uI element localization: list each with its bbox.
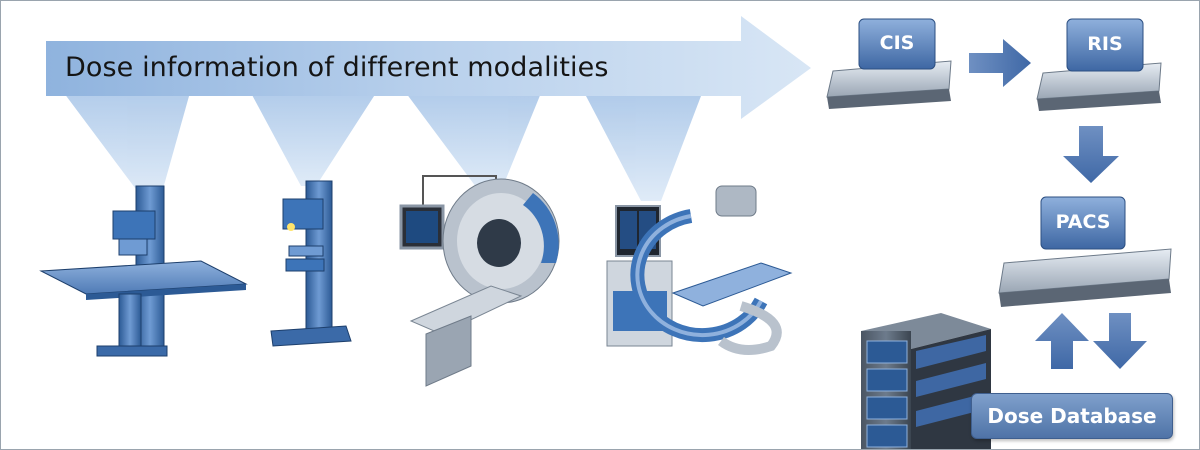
arrow-ris-to-pacs xyxy=(1063,126,1119,183)
cis-terminal-icon xyxy=(826,18,952,109)
pacs-label: PACS xyxy=(1055,211,1111,233)
beam-radiography xyxy=(61,89,191,196)
mammography-device-icon xyxy=(270,180,352,347)
dose-database-label: Dose Database xyxy=(971,393,1173,439)
arrow-database-to-pacs xyxy=(1035,313,1089,369)
pacs-terminal-icon xyxy=(998,196,1172,307)
beam-mammography xyxy=(251,93,376,186)
ct-scanner-icon xyxy=(399,175,560,387)
radiography-device-icon xyxy=(39,185,248,357)
banner-arrow xyxy=(46,16,811,119)
ris-terminal-icon xyxy=(1036,18,1162,111)
arrow-cis-to-ris xyxy=(969,39,1031,87)
beam-ct xyxy=(406,93,541,191)
banner-title: Dose information of different modalities xyxy=(65,52,609,83)
database-server-icon xyxy=(861,313,991,449)
cis-label: CIS xyxy=(879,32,915,54)
arrow-pacs-to-database xyxy=(1093,313,1147,369)
beam-angiography xyxy=(586,96,701,201)
angiography-device-icon xyxy=(606,185,793,355)
ris-label: RIS xyxy=(1087,33,1123,55)
beams xyxy=(61,89,701,201)
